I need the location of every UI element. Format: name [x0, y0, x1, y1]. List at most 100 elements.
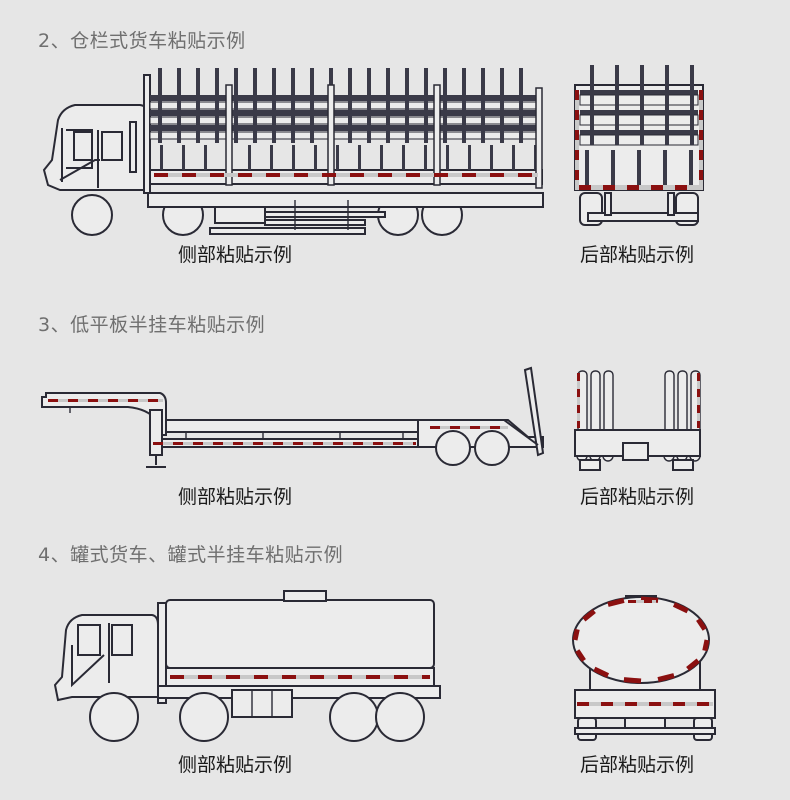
reflective-strip-segment [625, 702, 637, 706]
stake-post [314, 145, 317, 170]
reflective-strip-segment [699, 140, 703, 150]
stake-post [424, 145, 427, 170]
side-caption-tank-truck: 侧部粘贴示例 [178, 754, 293, 776]
reflective-strip-segment [575, 160, 579, 170]
reflective-strip-segment [434, 173, 448, 177]
reflective-strip-segment [575, 130, 579, 140]
reflective-strip-segment [462, 173, 476, 177]
reflective-strip-segment [266, 173, 280, 177]
reflective-strip-segment [697, 381, 700, 389]
section-title-lowbed-trailer: 3、低平板半挂车粘贴示例 [38, 314, 266, 336]
rear-stake [689, 150, 693, 185]
reflective-strip-segment [673, 702, 685, 706]
reflective-strip-segment [78, 399, 88, 402]
reflective-strip-segment [380, 675, 394, 679]
reflective-strip-segment [283, 442, 293, 445]
reflective-strip-segment [108, 399, 118, 402]
reflective-strip-segment [170, 675, 184, 679]
stake-post [253, 68, 257, 143]
reflective-strip-segment [273, 442, 283, 445]
reflective-strip-segment [699, 120, 703, 130]
reflective-strip-segment [213, 442, 223, 445]
reflective-strip-segment [577, 373, 580, 381]
reflective-strip-segment [233, 442, 243, 445]
reflective-strip-segment [263, 442, 273, 445]
stake-post [446, 145, 449, 170]
reflective-strip-segment [88, 399, 98, 402]
reflective-strip-segment [68, 399, 78, 402]
ramp-rail [664, 370, 675, 434]
reflective-strip-segment [353, 442, 363, 445]
reflective-strip-segment [675, 185, 687, 190]
reflective-strip-segment [657, 673, 675, 683]
reflective-strip-segment [661, 702, 673, 706]
stake-post [490, 145, 493, 170]
reflective-strip-segment [575, 100, 579, 110]
stake-divider [433, 84, 441, 186]
reflective-strip-segment [575, 150, 579, 160]
stake-post [310, 68, 314, 143]
reflective-strip-segment [686, 658, 700, 671]
rear-stake [637, 150, 641, 185]
reflective-strip-segment [575, 140, 579, 150]
stake-post [160, 145, 163, 170]
reflective-strip-segment [182, 173, 196, 177]
reflective-strip-segment [577, 405, 580, 413]
rear-stake [665, 65, 669, 145]
reflective-strip-segment [577, 421, 580, 428]
stake-post [500, 68, 504, 143]
reflective-strip-segment [697, 373, 700, 381]
stake-post [481, 68, 485, 143]
reflective-strip-segment [589, 702, 601, 706]
ramp-rail [603, 370, 614, 434]
reflective-strip-segment [636, 600, 644, 603]
reflective-strip-segment [480, 426, 490, 429]
stake-post [380, 145, 383, 170]
reflective-strip-segment [476, 173, 490, 177]
rear-stake [690, 65, 694, 145]
stake-post [272, 68, 276, 143]
reflective-strip-segment [697, 702, 709, 706]
reflective-strip-segment [183, 442, 193, 445]
reflective-strip-segment [572, 628, 580, 641]
stake-post [234, 68, 238, 143]
reflective-strip-segment [158, 399, 163, 402]
reflective-strip-segment [430, 426, 440, 429]
reflective-strip-segment [210, 173, 224, 177]
reflective-strip-segment [627, 185, 639, 190]
reflective-strip-segment [212, 675, 226, 679]
stake-post [196, 68, 200, 143]
rear-stake [640, 65, 644, 145]
reflective-strip-segment [696, 618, 707, 631]
side-caption-stake-truck: 侧部粘贴示例 [178, 244, 293, 266]
reflective-strip-segment [168, 173, 182, 177]
reflective-strip-segment [138, 399, 148, 402]
reflective-strip-segment [504, 173, 518, 177]
reflective-strip-segment [303, 442, 313, 445]
reflective-strip-segment [343, 442, 353, 445]
reflective-strip-segment [593, 666, 610, 678]
rear-caption-lowbed-trailer: 后部粘贴示例 [580, 486, 695, 508]
reflective-strip-segment [403, 442, 413, 445]
reflective-strip-segment [363, 442, 373, 445]
reflective-strip-segment [193, 442, 203, 445]
reflective-strip-segment [575, 110, 579, 120]
reflective-strip-segment [282, 675, 296, 679]
rear-stake [615, 65, 619, 145]
reflective-strip-segment [575, 120, 579, 130]
reflective-strip-segment [490, 426, 500, 429]
reflective-strip-segment [310, 675, 324, 679]
reflective-strip-segment [603, 185, 615, 190]
reflective-strip-segment [226, 675, 240, 679]
reflective-strip-segment [352, 675, 366, 679]
reflective-strip-segment [323, 442, 333, 445]
reflective-strip-segment [577, 397, 580, 405]
rear-caption-tank-truck: 后部粘贴示例 [580, 754, 695, 776]
reflective-strip-segment [336, 173, 350, 177]
rear-stake [590, 65, 594, 145]
stake-post [182, 145, 185, 170]
reflective-strip-segment [637, 702, 649, 706]
reflective-strip-segment [575, 170, 579, 180]
reflective-strip-segment [253, 442, 263, 445]
stake-truck-side-diagram [42, 68, 544, 236]
